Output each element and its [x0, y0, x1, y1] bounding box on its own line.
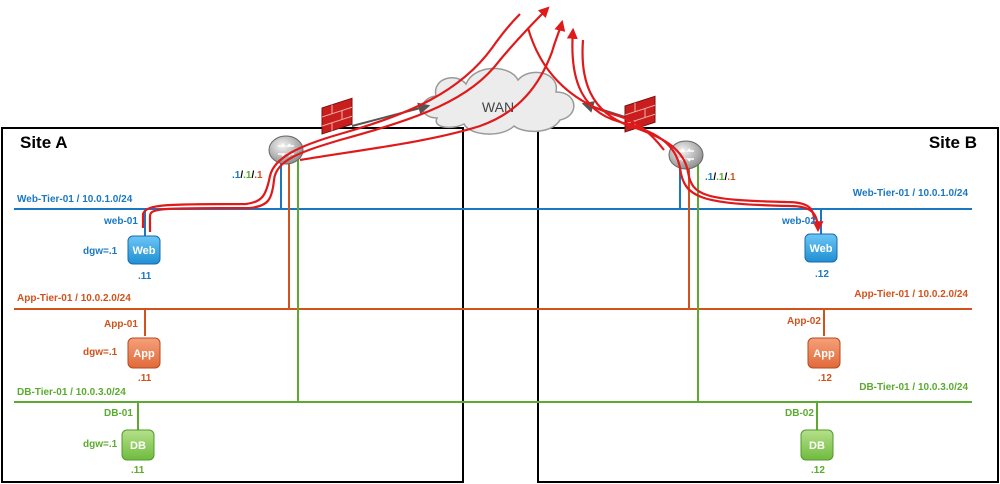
wan-link-a	[351, 102, 431, 127]
vm-db-a-name: DB-01	[104, 408, 133, 419]
web-node-icon	[127, 235, 161, 265]
vm-web-a[interactable]: web-01 dgw=.1 Web .11	[83, 216, 161, 282]
flow-a-mid	[299, 19, 566, 162]
vm-db-a-dgw: dgw=.1	[83, 439, 118, 450]
site-b-frame	[537, 127, 999, 483]
flow-b-cross	[526, 27, 665, 151]
db-tier-label-a: DB-Tier-01 / 10.0.3.0/24	[17, 387, 126, 398]
vm-app-a[interactable]: App-01 dgw=.1 App .11	[83, 319, 161, 384]
wan-label: WAN	[482, 99, 514, 115]
router-b-ip-label: .1/.1/.1	[705, 172, 736, 183]
site-b-title: Site B	[929, 133, 977, 152]
site-a-frame	[1, 127, 464, 483]
vm-app-a-ip: .11	[138, 373, 152, 384]
vm-db-b-ip: .12	[811, 465, 825, 476]
vm-app-b-ip: .12	[818, 373, 832, 384]
vm-web-a-ip: .11	[138, 271, 152, 282]
vm-db-a-icon-text: DB	[130, 440, 146, 452]
vm-app-b[interactable]: App-02 App .12	[787, 316, 841, 384]
site-a-title: Site A	[20, 133, 68, 152]
vm-app-b-icon-text: App	[813, 348, 835, 360]
wan-cloud: WAN	[421, 67, 575, 135]
app-node-icon	[807, 337, 841, 369]
app-tier-label-a: App-Tier-01 / 10.0.2.0/24	[17, 293, 131, 304]
vm-web-b-icon-text: Web	[809, 243, 832, 255]
flow-a-inner	[141, 13, 521, 228]
web-tier-label-b: Web-Tier-01 / 10.0.1.0/24	[853, 188, 969, 199]
vm-web-b[interactable]: web-02 Web .12	[781, 216, 838, 280]
vm-web-a-icon-text: Web	[132, 245, 155, 257]
firewall-a-icon	[321, 97, 353, 135]
vm-web-a-name: web-01	[103, 216, 138, 227]
web-node-icon	[804, 233, 838, 263]
vm-db-a[interactable]: DB-01 dgw=.1 DB .11	[83, 408, 155, 476]
vm-app-a-name: App-01	[104, 319, 138, 330]
vm-db-b-icon-text: DB	[809, 440, 825, 452]
vm-web-b-name: web-02	[781, 216, 816, 227]
web-tier-label-a: Web-Tier-01 / 10.0.1.0/24	[17, 194, 133, 205]
app-tier-label-b: App-Tier-01 / 10.0.2.0/24	[854, 289, 968, 300]
flow-b-inner	[581, 39, 816, 221]
vm-db-b[interactable]: DB-02 DB .12	[785, 408, 834, 476]
traffic-flows	[141, 6, 824, 233]
vm-app-a-dgw: dgw=.1	[83, 347, 118, 358]
db-node-icon	[800, 429, 834, 461]
flow-b-outer	[566, 27, 824, 233]
vm-web-a-dgw: dgw=.1	[83, 246, 118, 257]
vm-db-b-name: DB-02	[785, 408, 814, 419]
vm-app-b-name: App-02	[787, 316, 821, 327]
router-a-ip-label: .1/.1/.1	[232, 170, 263, 181]
app-node-icon	[127, 337, 161, 369]
vm-app-a-icon-text: App	[133, 348, 155, 360]
db-node-icon	[121, 429, 155, 461]
vm-db-a-ip: .11	[131, 465, 145, 476]
db-tier-label-b: DB-Tier-01 / 10.0.3.0/24	[859, 382, 968, 393]
vm-web-b-ip: .12	[815, 269, 829, 280]
flow-a-outer	[148, 6, 550, 232]
